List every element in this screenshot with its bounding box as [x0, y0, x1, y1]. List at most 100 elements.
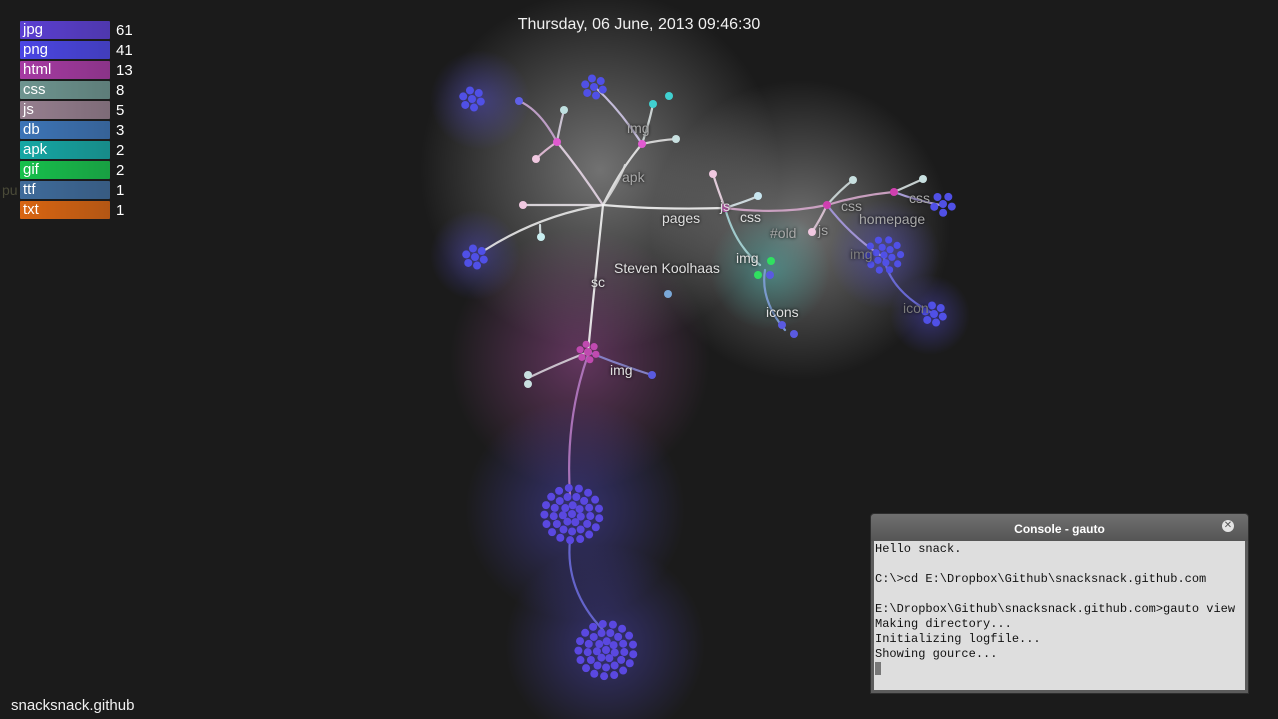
file-node [589, 632, 598, 641]
branch-edge [723, 206, 762, 267]
file-node [580, 496, 589, 505]
file-node [468, 95, 476, 103]
file-node [923, 315, 932, 324]
file-node [590, 343, 598, 351]
file-node [885, 266, 894, 274]
close-icon[interactable]: ✕ [1222, 520, 1234, 532]
file-node [576, 346, 584, 354]
branch-edge [825, 190, 896, 207]
file-node [576, 637, 585, 646]
file-node [629, 650, 638, 659]
file-node [583, 648, 592, 657]
file-node [571, 518, 580, 527]
file-node [542, 501, 551, 510]
file-node [547, 492, 556, 501]
file-node [867, 261, 875, 269]
file-node [617, 655, 626, 664]
branch-edge [568, 353, 590, 497]
dir-label: apk [622, 169, 645, 185]
file-node [583, 519, 592, 528]
file-node [874, 236, 883, 244]
file-node [477, 247, 486, 256]
file-node [593, 661, 602, 670]
directory-node [890, 188, 898, 196]
file-node [540, 510, 549, 519]
file-node [586, 356, 594, 364]
console-line: Showing gource... [875, 647, 998, 661]
file-node [939, 208, 948, 217]
file-node [619, 639, 628, 648]
dir-label: pages [662, 210, 701, 226]
file-node [602, 663, 611, 672]
file-node [874, 256, 882, 264]
file-node [933, 193, 942, 202]
file-node [625, 631, 634, 640]
file-node [938, 312, 947, 321]
branch-edge [601, 203, 727, 210]
file-node [552, 519, 561, 528]
file-node [584, 488, 593, 497]
file-node [648, 371, 656, 379]
file-node [930, 202, 939, 211]
file-node [614, 632, 623, 641]
console-titlebar[interactable]: Console - gauto ✕ [871, 514, 1248, 541]
file-node [664, 290, 672, 298]
file-node [610, 648, 619, 657]
console-line: Initializing logfile... [875, 632, 1041, 646]
file-node [595, 504, 604, 513]
file-node [591, 523, 600, 532]
file-node [549, 512, 558, 521]
file-node [465, 86, 474, 95]
console-line: C:\>cd E:\Dropbox\Github\snacksnack.gith… [875, 572, 1207, 586]
file-node [568, 510, 576, 518]
file-node [587, 74, 596, 83]
legend-count: 5 [116, 101, 125, 119]
file-node [586, 655, 595, 664]
console-window[interactable]: Console - gauto ✕ Hello snack.​C:\>cd E:… [870, 513, 1249, 694]
file-node [542, 520, 551, 529]
file-node [563, 493, 572, 502]
console-line: ​ [875, 557, 1245, 572]
console-output[interactable]: Hello snack.​C:\>cd E:\Dropbox\Github\sn… [874, 541, 1245, 690]
file-node [464, 258, 473, 267]
file-node [596, 77, 605, 86]
file-node [944, 192, 953, 201]
file-node [927, 301, 936, 310]
legend-bar: css [20, 81, 110, 99]
file-node [563, 517, 572, 526]
file-node [767, 257, 775, 265]
file-node [564, 483, 573, 492]
dir-label: css [909, 190, 930, 206]
dir-label: homepage [859, 211, 926, 227]
file-node [875, 266, 883, 274]
file-node [471, 253, 479, 261]
file-node [919, 175, 927, 183]
file-node [882, 259, 890, 267]
file-node [872, 249, 880, 257]
dir-label: css [841, 198, 862, 214]
file-node [592, 91, 601, 100]
file-node [849, 176, 857, 184]
file-node [709, 170, 717, 178]
console-title: Console - gauto [1014, 522, 1105, 536]
file-node [598, 85, 607, 94]
file-node [629, 640, 638, 649]
file-node [556, 533, 565, 542]
dir-label: js [720, 198, 731, 214]
dir-label: #old [770, 225, 797, 241]
branch-edge [568, 538, 605, 632]
file-node [581, 628, 590, 637]
console-line: ​ [875, 587, 1245, 602]
file-node [555, 496, 564, 505]
branch-edge [483, 203, 605, 252]
glow [710, 210, 830, 330]
file-node [462, 250, 471, 259]
branch-edge [586, 203, 605, 354]
file-node [459, 92, 468, 101]
